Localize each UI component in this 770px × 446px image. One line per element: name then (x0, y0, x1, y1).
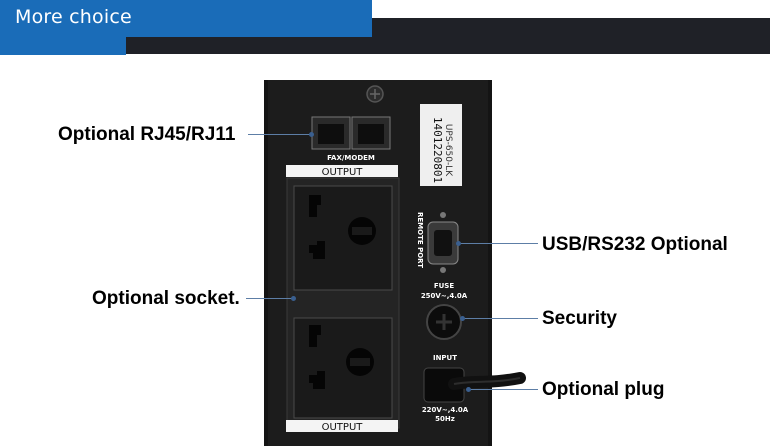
input-rating: 220V~,4.0A (422, 406, 469, 414)
leader-dot-socket (291, 296, 296, 301)
fax-modem-label: FAX/MODEM (327, 154, 375, 162)
output-label-bottom: OUTPUT (322, 422, 364, 433)
sticker-model: UPS-650-LK (443, 124, 453, 177)
fuse-label: FUSE (434, 282, 455, 290)
callout-security: Security (542, 308, 617, 329)
leader-line-rj45 (248, 134, 312, 135)
callout-rj45-rj11: Optional RJ45/RJ11 (58, 124, 236, 145)
header-banner: More choice (0, 0, 770, 55)
leader-dot-security (460, 316, 465, 321)
leader-line-security (462, 318, 538, 319)
sticker-serial: 1401220801 (431, 117, 444, 183)
callout-optional-plug: Optional plug (542, 379, 665, 400)
fuse-rating: 250V~,4.0A (421, 292, 468, 300)
callout-usb-rs232: USB/RS232 Optional (542, 234, 728, 255)
leader-dot-plug (466, 387, 471, 392)
banner-blue-tail (0, 37, 126, 55)
remote-port-label: REMOTE PORT (416, 212, 424, 268)
output-label-top: OUTPUT (322, 167, 364, 178)
leader-line-usb (458, 243, 538, 244)
input-frequency: 50Hz (435, 415, 455, 423)
callout-optional-socket: Optional socket. (92, 288, 240, 309)
leader-dot-usb (456, 241, 461, 246)
banner-blue-tab (0, 0, 372, 37)
leader-dot-rj45 (309, 132, 314, 137)
input-label: INPUT (433, 354, 457, 362)
leader-line-socket (246, 298, 294, 299)
banner-title: More choice (15, 6, 132, 28)
leader-line-plug (468, 389, 538, 390)
